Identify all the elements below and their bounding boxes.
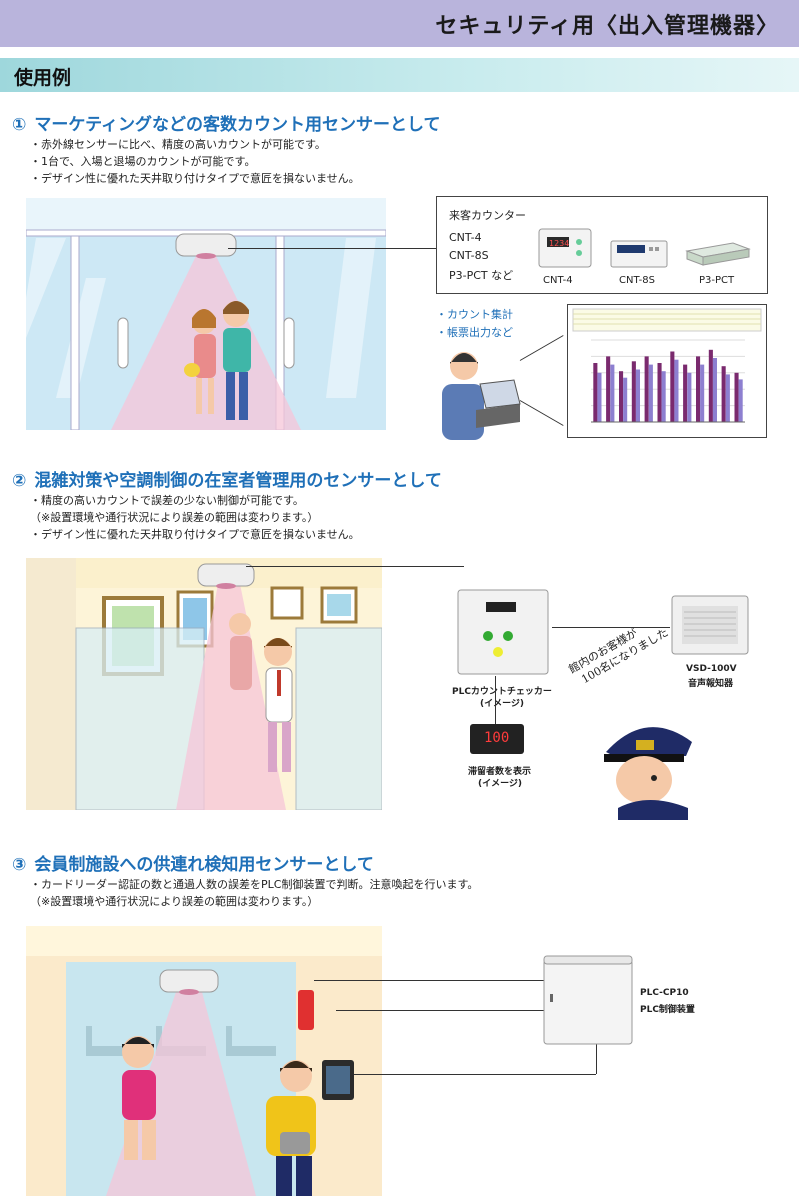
connector-line: [228, 248, 438, 249]
chart-bar: [648, 364, 653, 422]
s3-bullet: （※設置環境や通行状況により誤差の範囲は変わります。）: [30, 895, 319, 908]
s1-heading: ① マーケティングなどの客数カウント用センサーとして: [12, 110, 441, 135]
s1-number: ①: [12, 115, 27, 135]
page-header: セキュリティ用〈出入管理機器〉: [0, 0, 799, 47]
feature-count: ・カウント集計: [436, 308, 513, 321]
s3-number: ③: [12, 855, 27, 875]
s2-bullet: ・デザイン性に優れた天井取り付けタイプで意匠を損ないません。: [30, 528, 360, 541]
gym-scene-3: [26, 926, 382, 1196]
s2-title: 混雑対策や空調制御の在室者管理用のセンサーとして: [34, 471, 442, 491]
s1-bullet: ・デザイン性に優れた天井取り付けタイプで意匠を損ないません。: [30, 172, 360, 185]
counter-display-value: 1234: [549, 239, 569, 248]
pc-user-illustration: [442, 352, 521, 440]
display-sub: (イメージ): [478, 779, 523, 789]
room-scene-2: [26, 558, 382, 810]
counter-box-title: 来客カウンター: [449, 209, 526, 222]
chart-bar: [721, 366, 726, 422]
section-bar: 使用例: [0, 58, 799, 92]
plc-checker-sub: (イメージ): [480, 699, 525, 709]
entrance-scene-1: [26, 198, 386, 430]
header-title: セキュリティ用〈出入管理機器〉: [435, 14, 779, 39]
occupancy-display: 100: [470, 724, 524, 754]
chart-bar: [593, 363, 598, 422]
chart-bar: [597, 372, 602, 422]
model-p3pct: P3-PCT など: [449, 269, 514, 282]
chart-bar: [619, 371, 624, 422]
chart-bar: [644, 356, 649, 422]
s1-bullet: ・1台で、入場と退場のカウントが可能です。: [30, 155, 256, 168]
s3-heading: ③ 会員制施設への供連れ検知用センサーとして: [12, 850, 374, 875]
security-guard-illustration: [604, 727, 692, 820]
s3-title: 会員制施設への供連れ検知用センサーとして: [34, 855, 374, 875]
connector-line: [495, 676, 496, 724]
chart-bar: [683, 364, 688, 422]
connector-line: [596, 1044, 597, 1074]
chart-bar: [610, 364, 615, 422]
connector-line: [246, 566, 464, 567]
s2-bullet: ・精度の高いカウントで誤差の少ない制御が可能です。: [30, 494, 304, 507]
counter-box: 来客カウンター CNT-4 CNT-8S P3-PCT など 1234 CNT-…: [436, 196, 768, 294]
chart-bar: [635, 369, 640, 422]
plc-label: PLC制御装置: [640, 1005, 695, 1015]
model-cnt8s: CNT-8S: [449, 249, 489, 262]
feature-report: ・帳票出力など: [436, 326, 513, 339]
speech-text: 館内のお客様が 100名になりました: [566, 612, 671, 690]
chart-bar: [712, 358, 717, 422]
connector-line: [552, 627, 670, 628]
s1-title: マーケティングなどの客数カウント用センサーとして: [34, 115, 441, 135]
chart-bar: [700, 364, 705, 422]
s2-heading: ② 混雑対策や空調制御の在室者管理用のセンサーとして: [12, 466, 442, 491]
s3-bullets: ・カードリーダー認証の数と通過人数の誤差をPLC制御装置で判断。注意喚起を行いま…: [30, 876, 478, 910]
speaker-model: VSD-100V: [686, 664, 737, 674]
occupancy-value: 100: [484, 730, 510, 746]
s1-bullet: ・赤外線センサーに比べ、精度の高いカウントが可能です。: [30, 138, 326, 151]
speaker-label: 音声報知器: [688, 679, 734, 689]
chart-bar: [725, 374, 730, 422]
chart-bar: [708, 349, 713, 422]
report-chart: [567, 304, 767, 438]
connector-line: [336, 1010, 544, 1011]
chart-bar: [687, 372, 692, 422]
chart-bar: [657, 363, 662, 422]
chart-bar: [623, 377, 628, 422]
connector-line: [519, 400, 564, 426]
chart-bar: [661, 371, 666, 422]
cnt4-device-icon: 1234: [538, 228, 592, 268]
chart-bar: [670, 351, 675, 422]
caption-p3pct: P3-PCT: [699, 275, 735, 286]
s1-bullets: ・赤外線センサーに比べ、精度の高いカウントが可能です。 ・1台で、入場と退場のカ…: [30, 136, 360, 187]
caption-cnt4: CNT-4: [543, 275, 573, 286]
s2-number: ②: [12, 471, 27, 491]
section-title: 使用例: [14, 67, 72, 89]
chart-bar: [631, 361, 636, 422]
s3-bullet: ・カードリーダー認証の数と通過人数の誤差をPLC制御装置で判断。注意喚起を行いま…: [30, 878, 479, 891]
s2-bullet: （※設置環境や通行状況により誤差の範囲は変わります。）: [30, 511, 319, 524]
cnt8s-device-icon: [610, 240, 668, 268]
chart-bar: [674, 359, 679, 422]
caption-cnt8s: CNT-8S: [619, 275, 655, 286]
plc-checker-device: [457, 589, 549, 675]
p3pct-device-icon: [685, 242, 751, 266]
display-label: 滞留者数を表示: [468, 767, 532, 777]
connector-line: [519, 335, 564, 361]
chart-bar: [606, 356, 611, 422]
plc-checker-label: PLCカウントチェッカー: [452, 687, 552, 697]
chart-bar: [738, 379, 743, 422]
model-cnt4: CNT-4: [449, 231, 482, 244]
connector-line: [314, 980, 544, 981]
s2-bullets: ・精度の高いカウントで誤差の少ない制御が可能です。 （※設置環境や通行状況により…: [30, 492, 360, 543]
connector-line: [354, 1074, 596, 1075]
chart-bar: [696, 356, 701, 422]
plc-model: PLC-CP10: [640, 988, 689, 998]
chart-bar: [734, 372, 739, 422]
speaker-device: [671, 595, 749, 655]
plc-cabinet-device: [543, 955, 633, 1045]
